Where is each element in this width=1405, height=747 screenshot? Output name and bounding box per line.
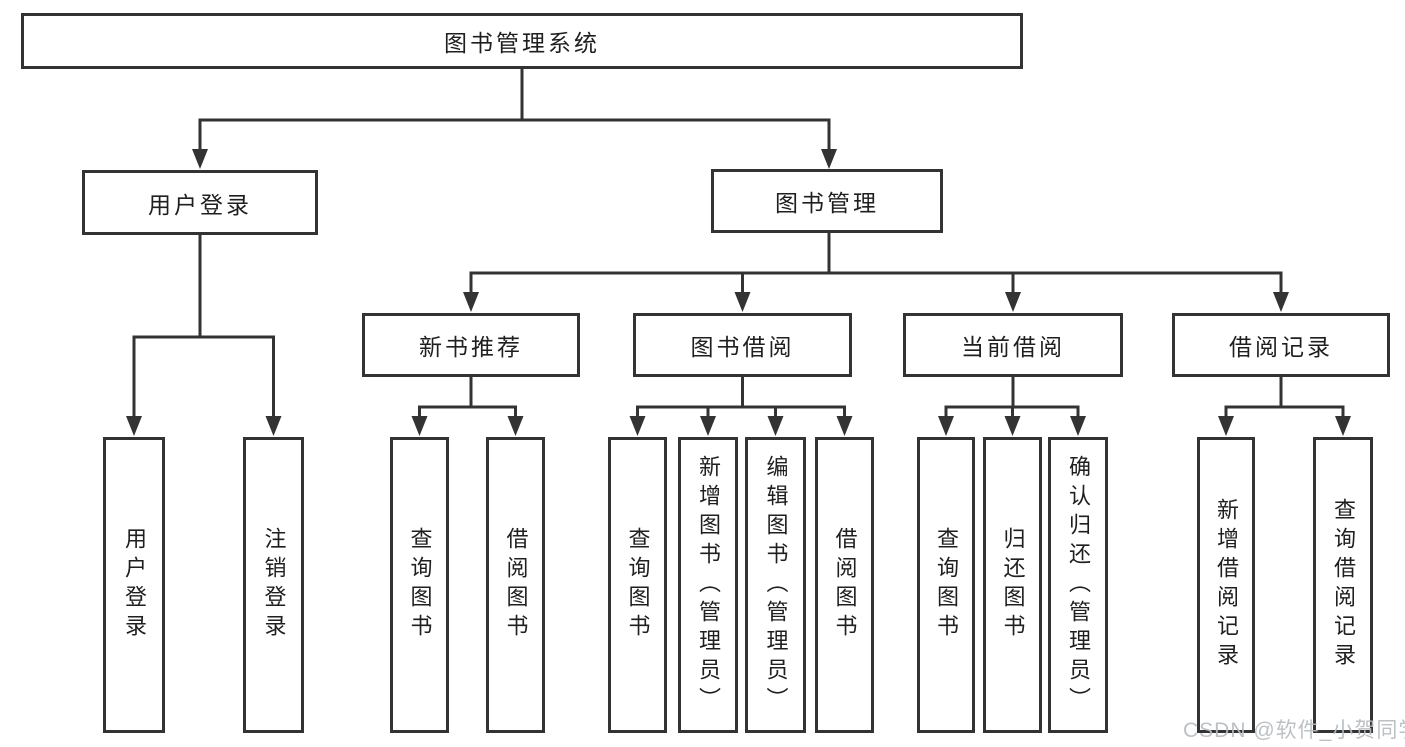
leaf-query-borrow-record-label: 查询借阅记录: [1331, 498, 1356, 672]
leaf-return-book: 归还图书: [983, 437, 1042, 733]
leaf-edit-book-admin-label: 编辑图书（管理员）: [763, 454, 789, 716]
node-book-management: 图书管理: [711, 169, 943, 233]
leaf-query-borrow-record: 查询借阅记录: [1313, 437, 1373, 733]
leaf-confirm-return-admin-label: 确认归还（管理员）: [1066, 454, 1091, 716]
leaf-user-login-label: 用户登录: [122, 527, 147, 643]
leaf-logout-label: 注销登录: [261, 527, 287, 643]
node-borrowing-records: 借阅记录: [1172, 313, 1390, 377]
leaf-borrow-books-recommend-label: 借阅图书: [503, 527, 529, 643]
tree-edges: [132, 67, 1345, 423]
leaf-query-books-borrow-label: 查询图书: [625, 527, 651, 643]
node-library-management-system: 图书管理系统: [21, 13, 1023, 69]
leaf-query-books-current: 查询图书: [917, 437, 975, 733]
arrowheads: [126, 149, 1351, 436]
leaf-query-books-recommend-label: 查询图书: [407, 527, 433, 643]
node-book-borrowing: 图书借阅: [633, 313, 852, 377]
leaf-add-borrow-record-label: 新增借阅记录: [1214, 498, 1239, 672]
leaf-edit-book-admin: 编辑图书（管理员）: [745, 437, 806, 733]
leaf-query-books-borrow: 查询图书: [608, 437, 667, 733]
arrowhead-shapes: [126, 149, 1351, 436]
leaf-return-book-label: 归还图书: [1000, 527, 1026, 643]
edge-lines: [132, 67, 1345, 423]
leaf-add-borrow-record: 新增借阅记录: [1197, 437, 1255, 733]
leaf-borrow-books-recommend: 借阅图书: [486, 437, 545, 733]
leaf-add-book-admin: 新增图书（管理员）: [678, 437, 738, 733]
node-user-login: 用户登录: [82, 170, 318, 235]
leaf-borrow-books-label: 借阅图书: [832, 527, 858, 643]
leaf-logout: 注销登录: [243, 437, 304, 733]
watermark: CSDN @软件_小贺同学: [1183, 719, 1405, 742]
leaf-query-books-current-label: 查询图书: [934, 527, 959, 643]
node-new-book-recommendation: 新书推荐: [362, 313, 580, 377]
leaf-confirm-return-admin: 确认归还（管理员）: [1048, 437, 1108, 733]
leaf-add-book-admin-label: 新增图书（管理员）: [696, 454, 721, 716]
leaf-user-login: 用户登录: [103, 437, 165, 733]
node-current-borrowing: 当前借阅: [903, 313, 1123, 377]
leaf-query-books-recommend: 查询图书: [390, 437, 449, 733]
leaf-borrow-books: 借阅图书: [815, 437, 874, 733]
